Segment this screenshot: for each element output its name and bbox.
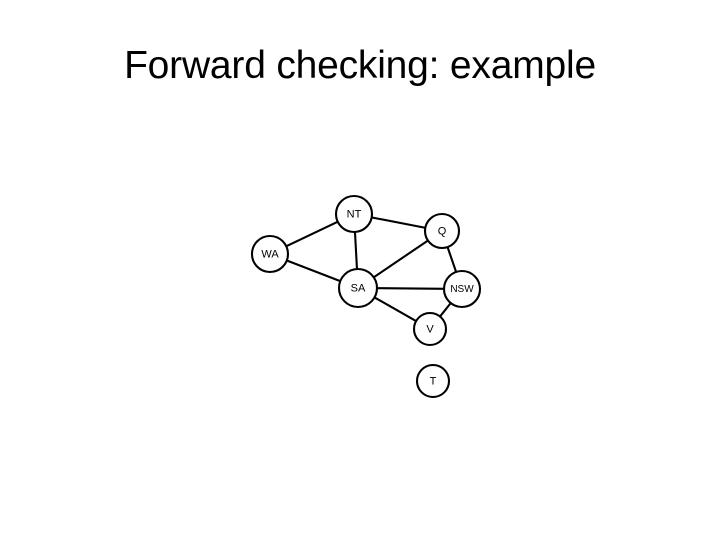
- graph-node-circle-v: [412, 311, 448, 347]
- graph-node-wa[interactable]: WA: [250, 234, 290, 274]
- graph-node-label-t: T: [430, 376, 437, 388]
- graph-edge-nt-sa: [353, 229, 359, 272]
- graph-node-nt[interactable]: NT: [334, 194, 374, 234]
- page-title: Forward checking: example: [124, 44, 596, 87]
- graph-node-circle-sa: [337, 267, 379, 309]
- graph-node-layer: WA NT Q SA NSW V T: [250, 194, 482, 399]
- graph-node-circle-nt: [334, 194, 374, 234]
- graph-node-label-v: V: [426, 324, 434, 336]
- graph-node-label-wa: WA: [261, 249, 279, 261]
- graph-node-t[interactable]: T: [415, 363, 451, 399]
- graph-edge-nt-q: [369, 216, 428, 230]
- graph-node-circle-nsw: [442, 269, 482, 309]
- graph-edge-q-sa: [371, 238, 430, 279]
- graph-edge-sa-nsw: [374, 287, 447, 290]
- graph-node-q[interactable]: Q: [423, 212, 461, 250]
- graph-edge-wa-sa: [284, 259, 343, 283]
- graph-node-label-nsw: NSW: [450, 284, 474, 295]
- graph-edge-layer: [284, 216, 458, 323]
- graph-node-label-q: Q: [438, 226, 447, 238]
- graph-node-label-nt: NT: [347, 209, 362, 221]
- graph-node-sa[interactable]: SA: [337, 267, 379, 309]
- graph-edge-sa-v: [372, 295, 419, 323]
- graph-node-v[interactable]: V: [412, 311, 448, 347]
- graph-node-label-sa: SA: [351, 283, 366, 295]
- graph-node-nsw[interactable]: NSW: [442, 269, 482, 309]
- graph-node-circle-q: [423, 212, 461, 250]
- graph-edge-q-nsw: [446, 245, 458, 274]
- graph-edge-wa-nt: [284, 220, 340, 248]
- graph-edge-nsw-v: [438, 301, 453, 319]
- graph-node-circle-wa: [250, 234, 290, 274]
- graph-node-circle-t: [415, 363, 451, 399]
